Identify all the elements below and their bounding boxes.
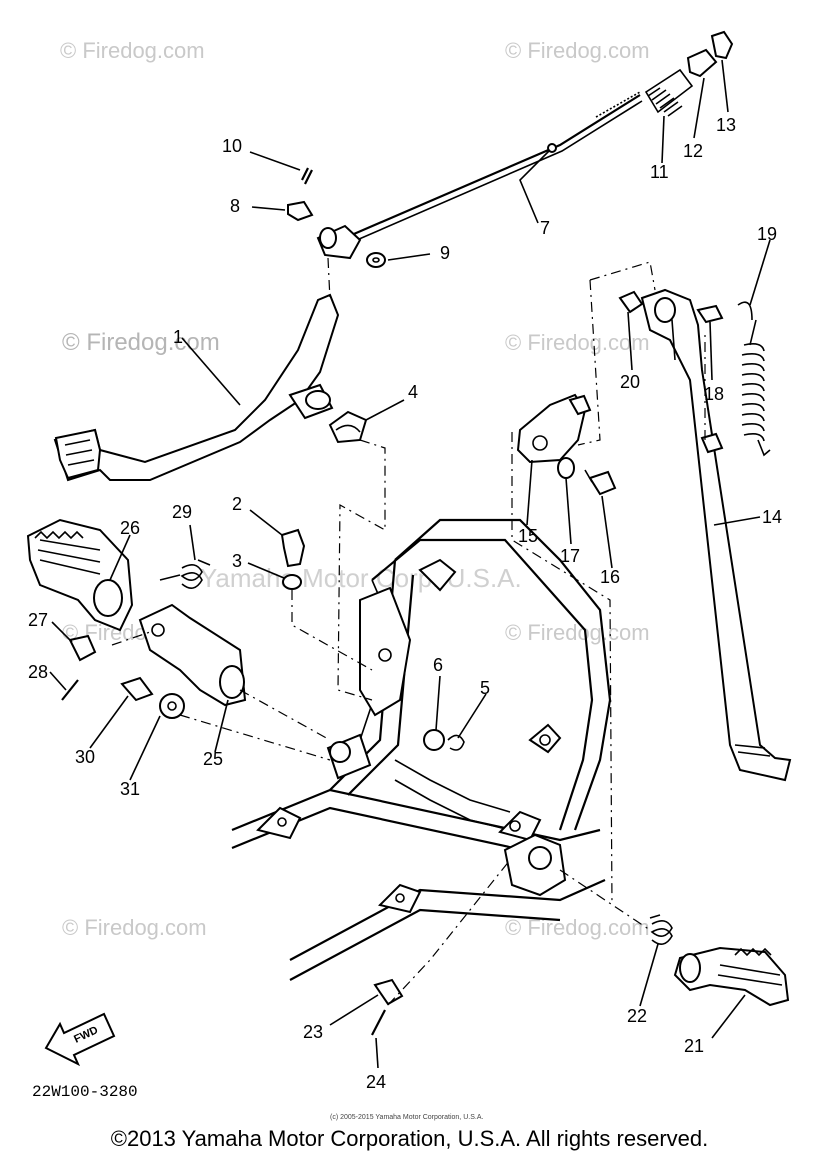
sidestand-bracket (516, 393, 592, 464)
callout-19: 19 (757, 224, 777, 244)
washer-17 (557, 457, 575, 479)
callout-24: 24 (366, 1072, 386, 1092)
forward-arrow-icon: FWD (44, 1012, 116, 1067)
watermark: © Firedog.com (505, 915, 650, 940)
callout-15: 15 (518, 526, 538, 546)
callout-26: 26 (120, 518, 140, 538)
watermark: © Firedog.com (505, 620, 650, 645)
sidestand (640, 288, 792, 782)
callout-28: 28 (28, 662, 48, 682)
callout-30: 30 (75, 747, 95, 767)
small-copyright: (c) 2005-2015 Yamaha Motor Corporation, … (330, 1114, 483, 1121)
sidestand-spring (737, 301, 771, 457)
callout-3: 3 (232, 551, 242, 571)
callout-12: 12 (683, 141, 703, 161)
cotter-pin-28 (61, 679, 79, 701)
watermark-layer: © Firedog.com © Firedog.com © Firedog.co… (60, 38, 650, 940)
callout-31: 31 (120, 779, 140, 799)
sidestand-nut (618, 290, 644, 314)
callout-1: 1 (173, 327, 183, 347)
callout-11: 11 (650, 162, 669, 182)
clevis-pin (287, 200, 314, 222)
copyright-notice: ©2013 Yamaha Motor Corporation, U.S.A. A… (110, 1126, 709, 1151)
callout-25: 25 (203, 749, 223, 769)
bolt-30 (120, 676, 154, 702)
callout-17: 17 (560, 546, 580, 566)
left-footrest (26, 518, 134, 632)
washer-9 (366, 252, 386, 268)
footrest-pin-left (68, 634, 97, 662)
cotter-pin-24 (371, 1009, 386, 1036)
watermark: © Firedog.com (62, 329, 220, 356)
watermark: © Firedog.com (505, 38, 650, 63)
callout-13: 13 (716, 115, 736, 135)
adjuster-nut (710, 30, 734, 60)
callout-10: 10 (222, 136, 242, 156)
return-spring-4 (328, 410, 368, 444)
washer-31 (159, 693, 185, 719)
bolt-2 (280, 528, 306, 568)
adjuster-joint (686, 48, 718, 78)
callout-16: 16 (600, 567, 620, 587)
washer-3 (282, 574, 302, 590)
bolt-16 (584, 469, 617, 496)
callout-23: 23 (303, 1022, 323, 1042)
footrest-spring-left (159, 559, 211, 589)
right-footrest (673, 946, 790, 1007)
callout-27: 27 (28, 610, 48, 630)
callout-7: 7 (540, 218, 550, 238)
frame (231, 518, 612, 981)
clip-5 (447, 734, 465, 751)
cotter-pin (301, 167, 313, 185)
watermark: © Firedog.com (60, 38, 205, 63)
callout-20: 20 (620, 372, 640, 392)
callout-2: 2 (232, 494, 242, 514)
callout-6: 6 (433, 655, 443, 675)
callout-4: 4 (408, 382, 418, 402)
callout-14: 14 (762, 507, 782, 527)
leader-lines (49, 59, 771, 1069)
diagram-part-code: 22W100-3280 (32, 1083, 138, 1101)
footrest-bracket (138, 603, 247, 707)
callout-29: 29 (172, 502, 192, 522)
assembly-lines (111, 257, 706, 1006)
callout-21: 21 (684, 1036, 704, 1056)
sidestand-bolt (696, 304, 724, 454)
center-watermark: Yamaha Motor Corp. U.S.A. (200, 563, 522, 593)
callout-9: 9 (440, 243, 450, 263)
rod-spring (644, 68, 694, 117)
callout-18: 18 (704, 384, 724, 404)
callout-22: 22 (627, 1006, 647, 1026)
callout-8: 8 (230, 196, 240, 216)
callout-labels: 1 2 3 4 5 6 7 8 9 10 11 12 13 14 15 16 1… (28, 115, 782, 1092)
watermark: © Firedog.com (505, 330, 650, 355)
brake-pedal (53, 293, 340, 482)
watermark: © Firedog.com (62, 915, 207, 940)
footrest-pin-right (373, 978, 404, 1006)
callout-5: 5 (480, 678, 490, 698)
washer-6 (423, 729, 445, 751)
brake-rod-assembly (316, 91, 643, 260)
footrest-spring-right (649, 914, 673, 945)
